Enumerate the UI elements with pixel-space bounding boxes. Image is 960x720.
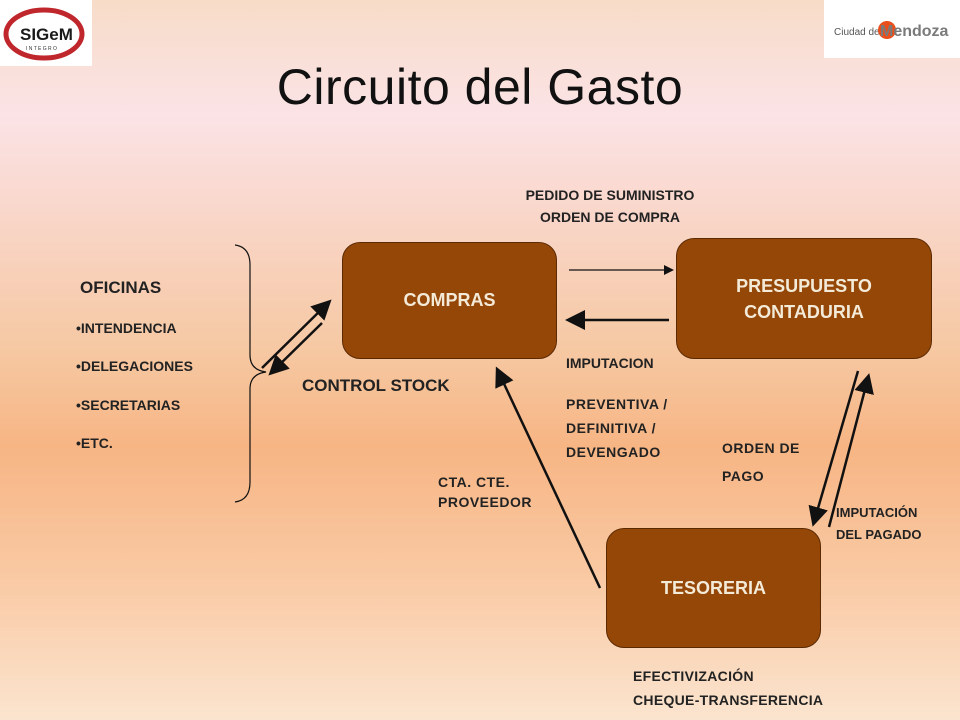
cta-cte-text: CTA. CTE. [438, 474, 510, 490]
proveedor-text: PROVEEDOR [438, 494, 532, 510]
orden-pago-label: ORDEN DE PAGO [722, 434, 800, 490]
preventiva-text: PREVENTIVA / [566, 396, 668, 412]
pedido-suministro-text: PEDIDO DE SUMINISTRO [525, 187, 695, 203]
imputacion-label: IMPUTACION [566, 355, 654, 371]
arrow-tesoreria-to-presupuesto [827, 373, 874, 528]
arrow-presupuesto-to-tesoreria [808, 370, 860, 527]
orden-compra-text: ORDEN DE COMPRA [539, 209, 680, 225]
imputacion-pagado-label: IMPUTACIÓN DEL PAGADO [836, 502, 921, 546]
control-stock-label: CONTROL STOCK [302, 376, 450, 395]
office-item: •ETC. [76, 435, 113, 451]
presupuesto-box: PRESUPUESTO CONTADURIA [676, 238, 932, 359]
page-title: Circuito del Gasto [276, 59, 684, 115]
tesoreria-label: TESORERIA [660, 577, 766, 598]
sigem-logo-subtext: I N T E G R O [26, 46, 57, 52]
pedido-label: PEDIDO DE SUMINISTRO ORDEN DE COMPRA [480, 184, 740, 228]
arrow-tesoreria-to-compras [495, 366, 602, 589]
contaduria-label: CONTADURIA [744, 301, 864, 322]
office-item: •SECRETARIAS [76, 397, 181, 413]
arrow-compras-to-offices [268, 322, 323, 376]
compras-label: COMPRAS [403, 290, 496, 310]
del-pagado-text: DEL PAGADO [836, 527, 922, 542]
offices-heading: OFICINAS [80, 278, 162, 297]
office-item: •INTENDENCIA [76, 320, 177, 336]
orden-de-text: ORDEN DE [722, 440, 800, 456]
sigem-logo-text: SIGeM [20, 25, 73, 44]
compras-box: COMPRAS [342, 242, 557, 359]
efectivizacion-text: EFECTIVIZACIÓN [633, 668, 754, 684]
offices-brace [234, 244, 267, 503]
sigem-logo: SIGeM I N T E G R O [0, 0, 92, 66]
ciudad-mendoza-logo: Ciudad de Mendoza [824, 0, 960, 58]
imputacion-types: PREVENTIVA / DEFINITIVA / DEVENGADO [566, 392, 668, 464]
ciudad-logo-text: Ciudad de [834, 27, 880, 38]
tesoreria-box: TESORERIA [606, 528, 821, 648]
cta-cte-label: CTA. CTE. PROVEEDOR [438, 472, 532, 512]
ciudad-mendoza-logo-mark: Ciudad de Mendoza [834, 21, 949, 40]
arrow-offices-to-compras [261, 299, 332, 369]
presupuesto-label: PRESUPUESTO [736, 275, 872, 296]
devengado-text: DEVENGADO [566, 444, 661, 460]
pago-text: PAGO [722, 468, 765, 484]
sigem-logo-mark: SIGeM I N T E G R O [3, 7, 85, 61]
office-item: •DELEGACIONES [76, 358, 193, 374]
efectivizacion-label: EFECTIVIZACIÓN CHEQUE-TRANSFERENCIA [633, 664, 823, 712]
imputacion-pagado-text: IMPUTACIÓN [836, 505, 918, 520]
cheque-transferencia-text: CHEQUE-TRANSFERENCIA [633, 692, 824, 708]
definitiva-text: DEFINITIVA / [566, 420, 656, 436]
mendoza-logo-text: Mendoza [880, 23, 949, 40]
